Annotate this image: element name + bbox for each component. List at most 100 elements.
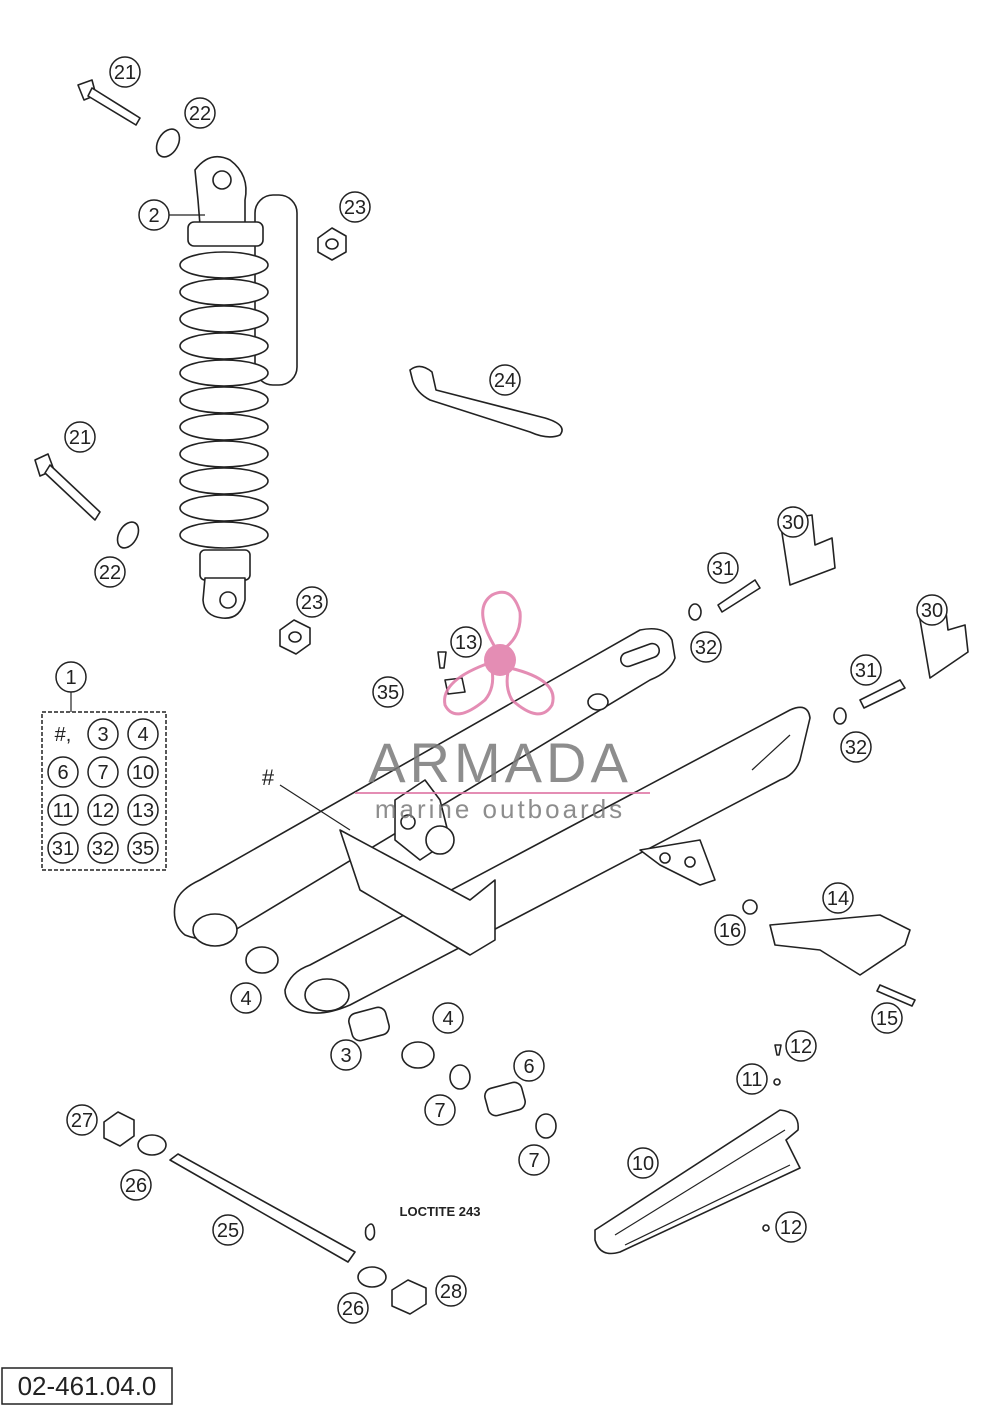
kit-item-label: 31 — [52, 838, 74, 860]
callout-30: 30 — [777, 506, 809, 538]
callout-label: 27 — [71, 1110, 93, 1132]
pivot-axle — [169, 1153, 356, 1263]
callout-26: 26 — [337, 1292, 369, 1324]
armada-watermark: ARMADA marine outboards — [355, 590, 650, 824]
kit-item-label: 3 — [97, 724, 108, 746]
lower-shock-bolt — [34, 453, 101, 521]
kit-item-13: 13 — [127, 794, 159, 826]
axle-washer-left — [137, 1134, 167, 1156]
callout-label: 7 — [434, 1100, 445, 1122]
upper-nut — [317, 227, 347, 261]
callout-12: 12 — [785, 1030, 817, 1062]
callout-label: 21 — [69, 427, 91, 449]
callout-label: 26 — [342, 1298, 364, 1320]
diagram-code-box: 02-461.04.0 — [1, 1367, 173, 1405]
callout-label: 7 — [528, 1150, 539, 1172]
kit-item-label: 10 — [132, 762, 154, 784]
callout-label: 32 — [845, 737, 867, 759]
callout-label: 30 — [921, 600, 943, 622]
kit-item-#: #, — [55, 724, 72, 746]
kit-item-32: 32 — [87, 832, 119, 864]
callout-label: 15 — [876, 1008, 898, 1030]
kit-item-31: 31 — [47, 832, 79, 864]
callout-31: 31 — [707, 552, 739, 584]
adjuster-bolt-lower — [859, 679, 906, 709]
kit-item-11: 11 — [47, 794, 79, 826]
callout-label: 22 — [189, 103, 211, 125]
slider-washer — [773, 1078, 781, 1086]
adjuster-bolt-upper — [717, 579, 761, 613]
kit-item-7: 7 — [87, 756, 119, 788]
callout-label: 26 — [125, 1175, 147, 1197]
callout-label: 22 — [99, 562, 121, 584]
kit-item-label: 35 — [132, 838, 154, 860]
callout-label: 25 — [217, 1220, 239, 1242]
callout-25: 25 — [212, 1214, 244, 1246]
callout-label: 13 — [455, 632, 477, 654]
watermark-brand: ARMADA — [368, 731, 632, 794]
callout-4: 4 — [230, 982, 262, 1014]
kit-item-label: 12 — [92, 800, 114, 822]
callout-label: 4 — [240, 988, 251, 1010]
right-seal — [401, 1041, 435, 1069]
loctite-note: LOCTITE 243 — [400, 1204, 481, 1219]
slider-screw — [774, 1044, 782, 1056]
callout-label: 16 — [719, 920, 741, 942]
callout-22: 22 — [94, 556, 126, 588]
kit-item-3: 3 — [87, 718, 119, 750]
callout-label: 11 — [742, 1069, 763, 1091]
screw-small — [437, 651, 447, 669]
callout-label: 12 — [790, 1036, 812, 1058]
loctite-drop — [364, 1223, 376, 1241]
kit-item-label: 13 — [132, 800, 154, 822]
kit-number-callout: 1 — [55, 661, 87, 693]
chain-guide — [769, 914, 911, 976]
callout-label: 31 — [855, 660, 877, 682]
kit-item-35: 35 — [127, 832, 159, 864]
o-ring-b — [535, 1113, 557, 1139]
callout-31: 31 — [850, 654, 882, 686]
upper-washer — [155, 128, 181, 158]
callout-15: 15 — [871, 1002, 903, 1034]
callout-28: 28 — [435, 1275, 467, 1307]
pivot-bushing — [484, 1081, 526, 1117]
callout-6: 6 — [513, 1050, 545, 1082]
callout-label: 3 — [340, 1045, 351, 1067]
lower-nut — [279, 619, 311, 655]
callout-label: 23 — [301, 592, 323, 614]
shock-spring — [179, 251, 269, 549]
callout-22: 22 — [184, 97, 216, 129]
adjuster-nut-upper — [688, 603, 702, 621]
callout-label: 31 — [712, 558, 734, 580]
callout-35: 35 — [372, 676, 404, 708]
axle-cap-nut — [391, 1279, 427, 1315]
callout-3: 3 — [330, 1039, 362, 1071]
callout-23: 23 — [339, 191, 371, 223]
kit-item-12: 12 — [87, 794, 119, 826]
callout-label: 6 — [523, 1056, 534, 1078]
callout-label: 35 — [377, 682, 399, 704]
callout-label: 32 — [695, 637, 717, 659]
kit-item-label: 32 — [92, 838, 114, 860]
kit-item-label: #, — [55, 724, 72, 746]
kit-item-label: 4 — [137, 724, 148, 746]
hook-wrench — [409, 365, 563, 438]
swingarm-hash-mark: # — [262, 765, 275, 790]
leader-lines — [70, 214, 351, 831]
axle-nut — [103, 1111, 135, 1147]
shock-absorber — [179, 155, 298, 619]
axle-washer-right — [357, 1266, 387, 1288]
callout-14: 14 — [822, 882, 854, 914]
lower-washer — [116, 521, 140, 549]
callout-label: 30 — [782, 512, 804, 534]
callout-label: 10 — [632, 1153, 654, 1175]
callout-7: 7 — [518, 1144, 550, 1176]
diagram-code: 02-461.04.0 — [18, 1371, 157, 1401]
kit-number-label: 1 — [65, 667, 76, 689]
callout-label: 12 — [780, 1217, 802, 1239]
callout-label: 28 — [440, 1281, 462, 1303]
callout-label: 14 — [827, 888, 849, 910]
